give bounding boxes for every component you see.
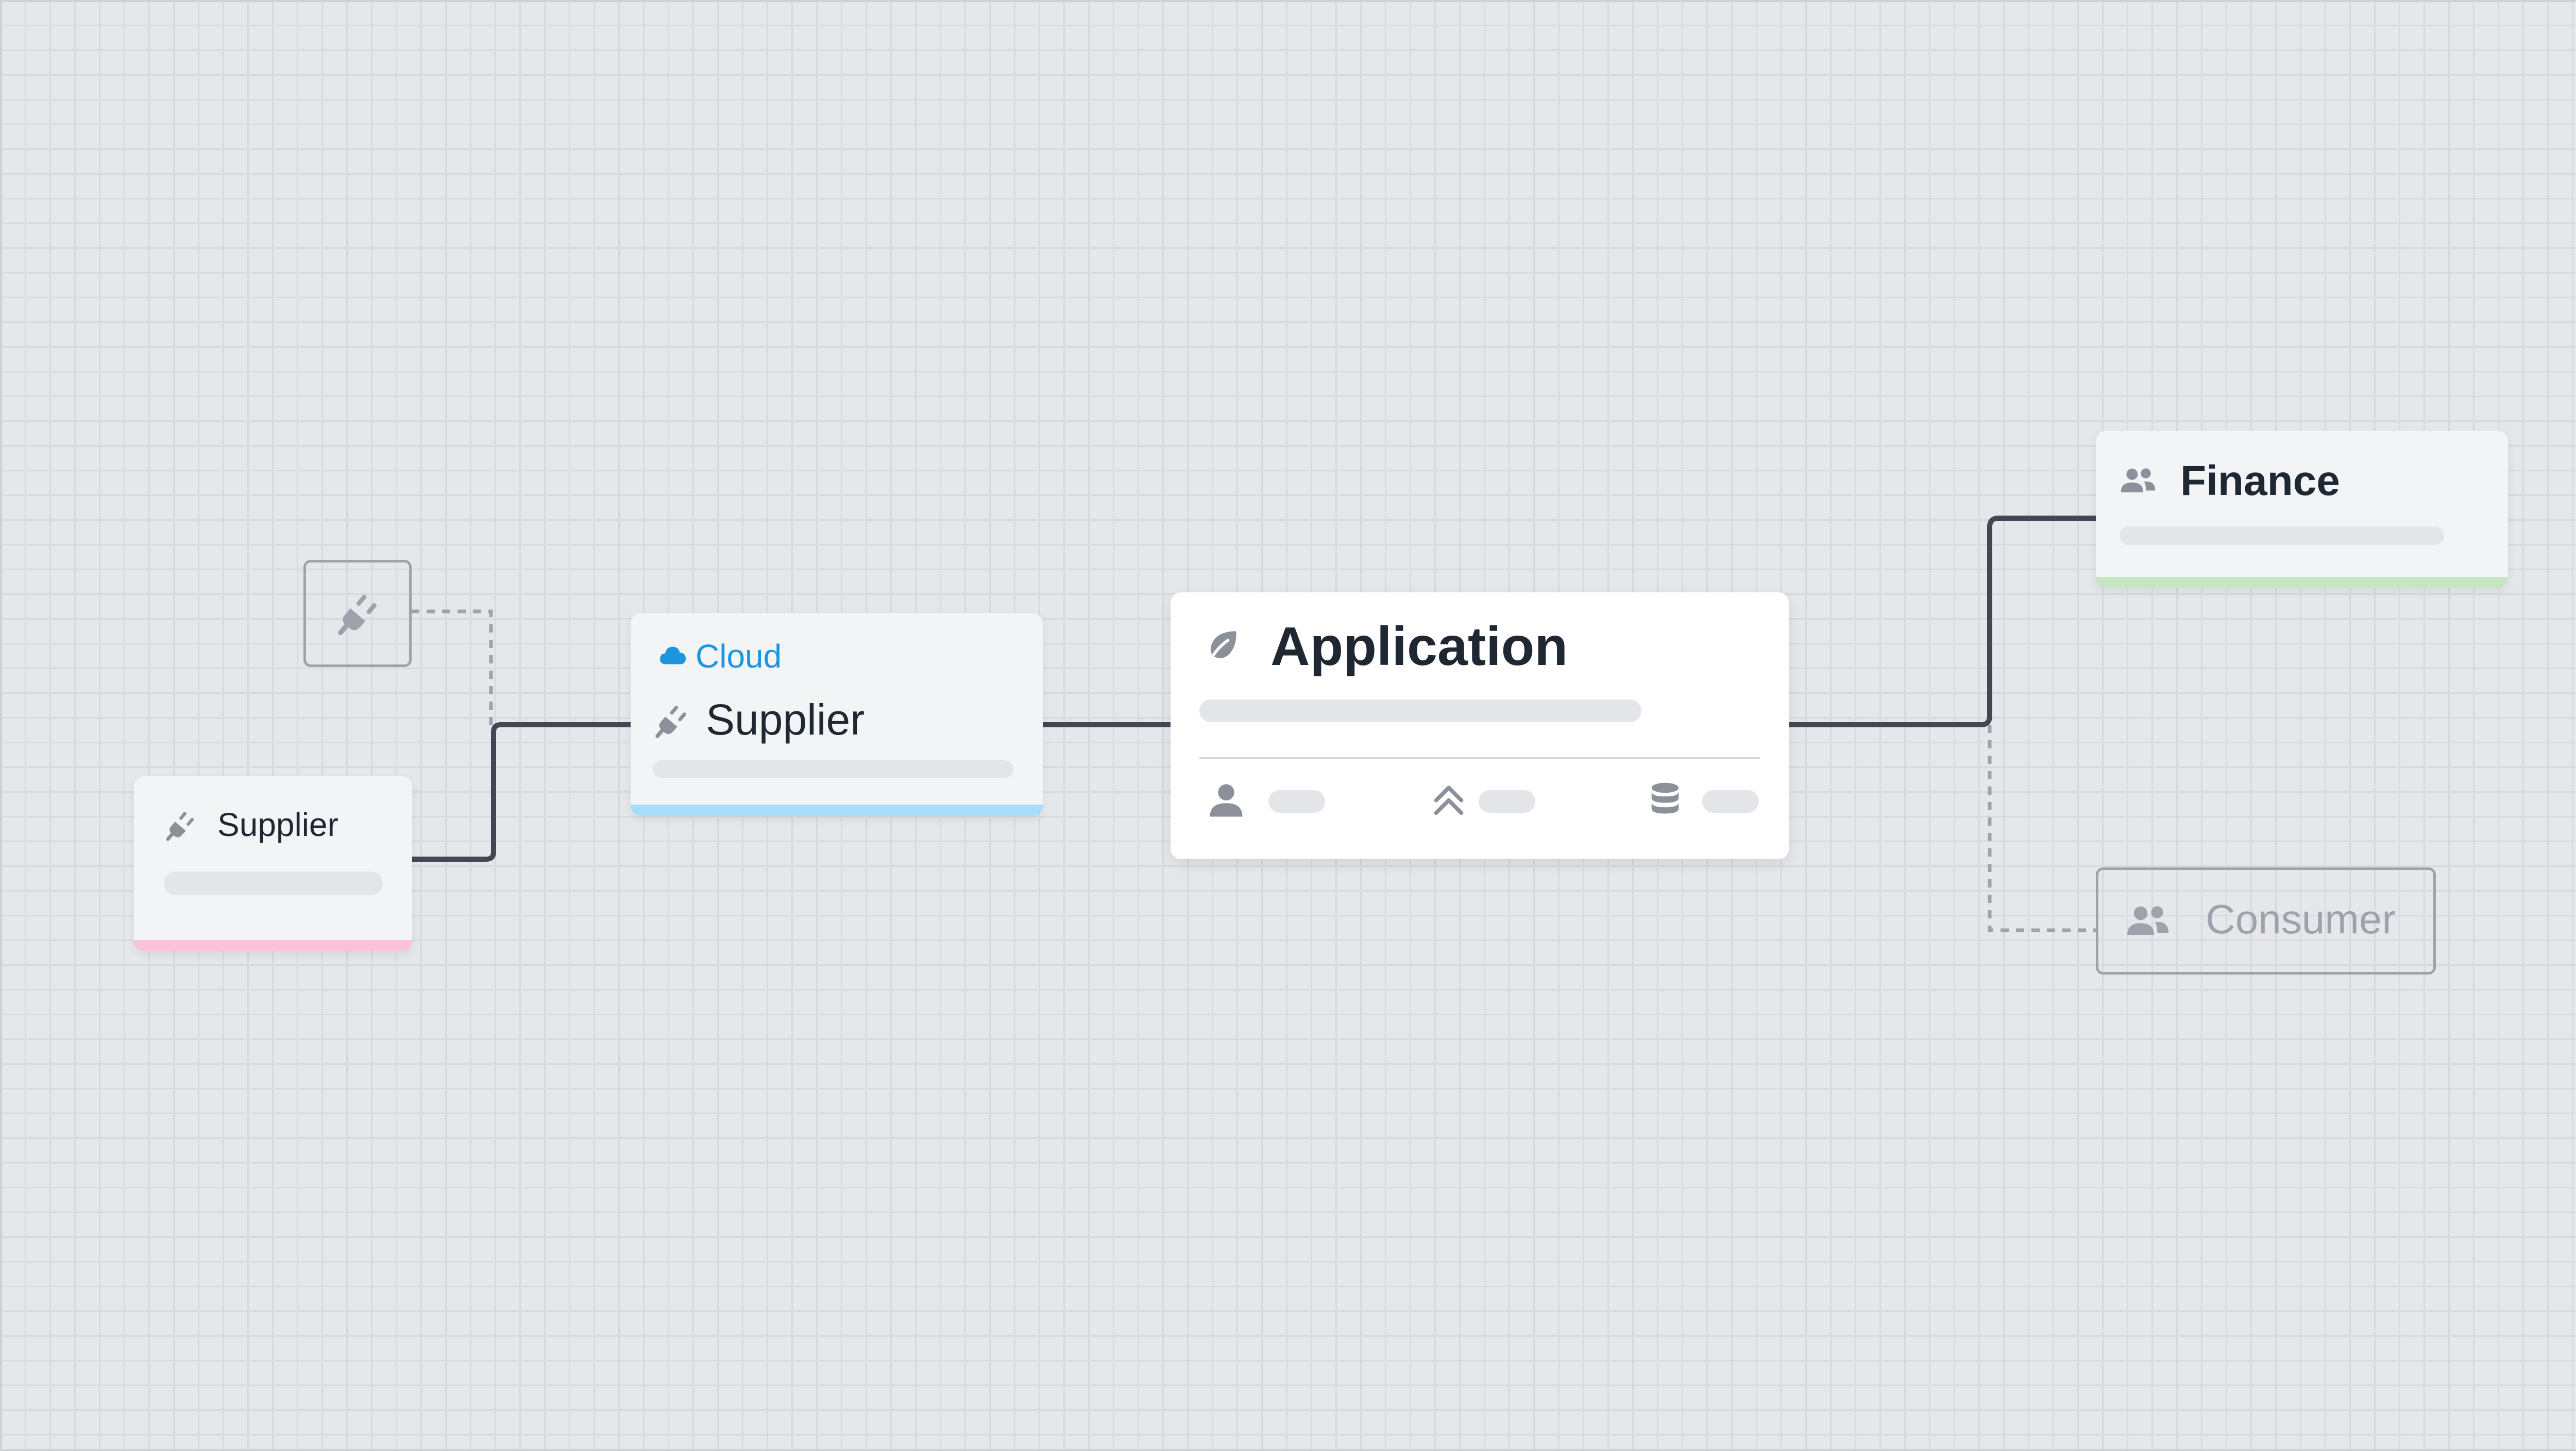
plug-icon bbox=[338, 594, 377, 636]
application-title: Application bbox=[1270, 616, 1568, 677]
plug-icon bbox=[166, 812, 194, 841]
plug-ghost-node[interactable] bbox=[303, 560, 412, 667]
divider bbox=[1199, 757, 1760, 759]
placeholder-bar bbox=[653, 760, 1013, 778]
pink-accent-bar bbox=[134, 940, 412, 951]
users-icon bbox=[2127, 906, 2168, 935]
finance-label: Finance bbox=[2180, 457, 2340, 504]
double-chevron-up-icon bbox=[1434, 786, 1464, 815]
stat-value-placeholder bbox=[1479, 790, 1535, 813]
users-icon bbox=[2121, 468, 2156, 492]
edge-plug-ghost-dashed bbox=[411, 609, 493, 725]
application-node[interactable]: Application bbox=[1171, 592, 1789, 859]
consumer-label: Consumer bbox=[2206, 896, 2396, 942]
blue-accent-bar bbox=[631, 805, 1043, 816]
person-icon bbox=[1210, 784, 1243, 817]
edge-application-to-finance bbox=[1786, 516, 2098, 727]
database-icon bbox=[1651, 782, 1679, 814]
stat-value-placeholder bbox=[1268, 790, 1325, 813]
edge-consumer-dashed bbox=[1988, 725, 2096, 932]
supplier-label: Supplier bbox=[217, 806, 338, 843]
leaf-icon bbox=[1208, 631, 1236, 662]
cloud-icon bbox=[660, 646, 686, 664]
green-accent-bar bbox=[2096, 577, 2508, 588]
placeholder-bar bbox=[1199, 699, 1641, 722]
cloud-tag-label: Cloud bbox=[696, 638, 782, 675]
supplier-label: Supplier bbox=[706, 695, 865, 744]
supplier-node[interactable]: Supplier bbox=[134, 776, 412, 951]
cloud-supplier-node[interactable]: Cloud Supplier bbox=[631, 613, 1043, 816]
finance-node[interactable]: Finance bbox=[2096, 431, 2508, 588]
placeholder-bar bbox=[164, 872, 383, 895]
edge-supplier-to-cloud-supplier bbox=[410, 722, 635, 862]
consumer-node[interactable]: Consumer bbox=[2096, 867, 2436, 975]
plug-icon bbox=[655, 706, 686, 738]
placeholder-bar bbox=[2120, 526, 2444, 545]
stat-value-placeholder bbox=[1702, 790, 1759, 813]
